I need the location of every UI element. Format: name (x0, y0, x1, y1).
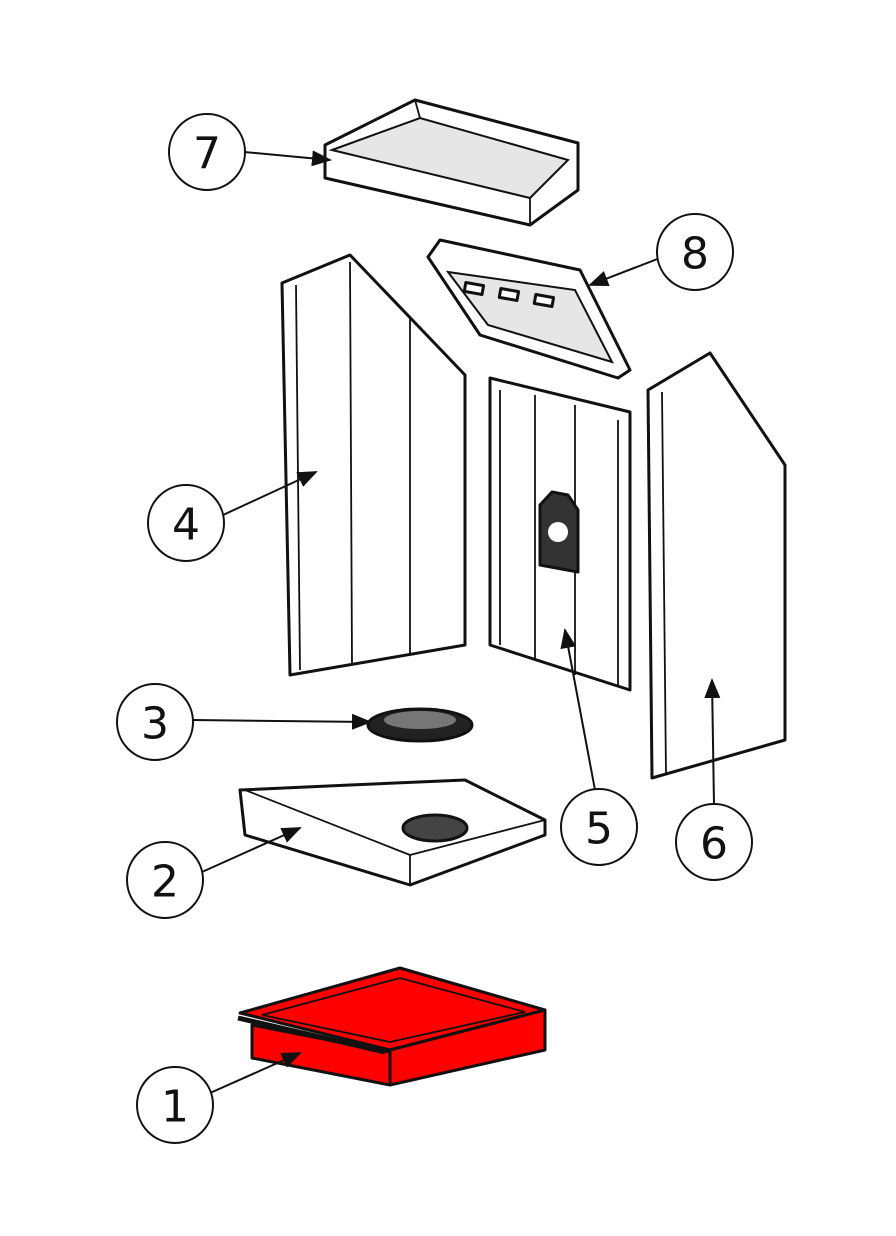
callout-circle (116, 683, 194, 761)
callout-label: 8 (681, 229, 709, 280)
part-4-left-side-panel (280, 253, 467, 677)
callout-circle (560, 788, 638, 866)
callout-label: 7 (193, 129, 221, 180)
callout-label: 3 (141, 699, 169, 750)
callout-3: 3 (116, 683, 194, 761)
callout-label: 2 (151, 857, 179, 908)
callout-1: 1 (136, 1066, 214, 1144)
callout-6: 6 (675, 803, 753, 881)
callout-circle (168, 113, 246, 191)
callout-4: 4 (147, 484, 225, 562)
part-1-ash-drawer (237, 966, 547, 1087)
callout-2: 2 (126, 841, 204, 919)
callout-circle (147, 484, 225, 562)
part-7-top-baffle (323, 98, 580, 227)
part-6-right-side-panel (646, 351, 787, 780)
callout-label: 6 (700, 819, 728, 870)
callout-circle (675, 803, 753, 881)
callout-circle (656, 213, 734, 291)
callout-label: 1 (161, 1082, 189, 1133)
callout-label: 4 (172, 500, 200, 551)
callout-8: 8 (656, 213, 734, 291)
part-2-base-plate (238, 778, 547, 887)
callout-7: 7 (168, 113, 246, 191)
callout-label: 5 (585, 804, 613, 855)
part-5-back-panel (488, 376, 632, 692)
part-8-deflector-plate (426, 238, 632, 380)
part-3-grate (366, 707, 474, 743)
callout-circle (136, 1066, 214, 1144)
callout-5: 5 (560, 788, 638, 866)
callout-circle (126, 841, 204, 919)
